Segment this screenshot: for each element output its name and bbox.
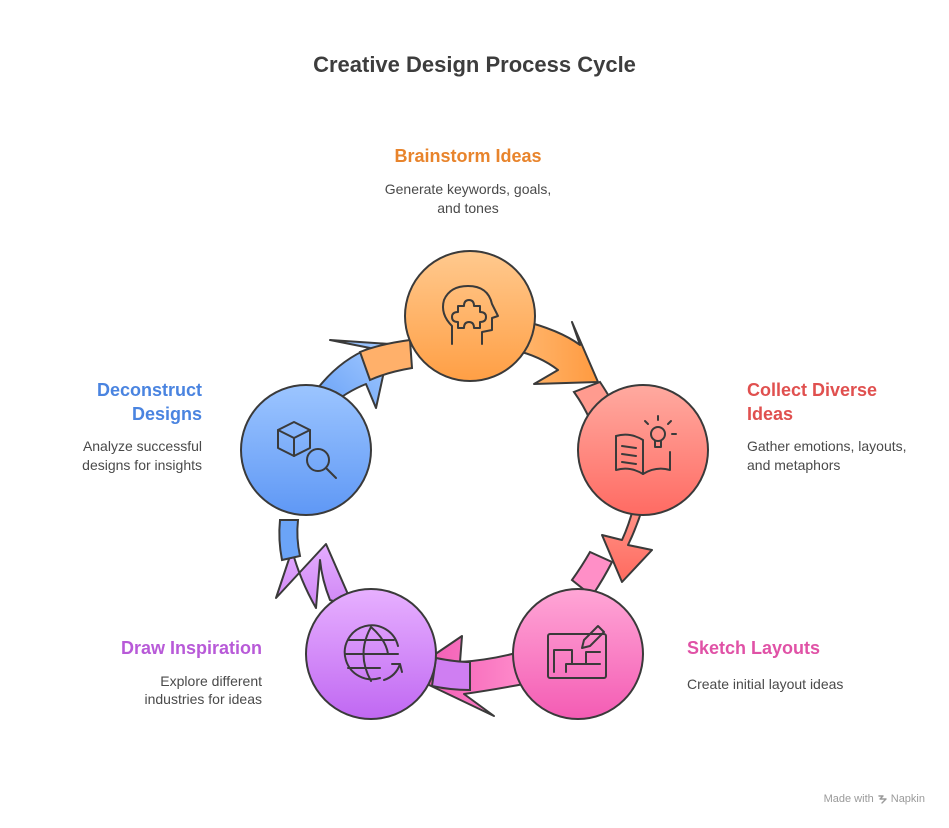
step-desc-deconstruct-line2: designs for insights — [82, 457, 202, 473]
watermark[interactable]: Made with Napkin — [824, 793, 925, 805]
globe-arrow-icon — [343, 624, 403, 682]
watermark-prefix: Made with — [823, 793, 874, 805]
step-desc-brainstorm-line1: Generate keywords, goals, — [384, 181, 552, 197]
book-lightbulb-icon — [615, 415, 677, 475]
step-desc-sketch: Create initial layout ideas — [687, 676, 844, 692]
step-desc-draw-line1: Explore different — [160, 673, 262, 689]
node-brainstorm-ideas — [404, 250, 536, 382]
napkin-logo-icon — [878, 795, 887, 804]
sketch-board-pencil-icon — [547, 625, 607, 679]
diagram-title: Creative Design Process Cycle — [313, 52, 636, 77]
step-title-brainstorm: Brainstorm Ideas — [394, 146, 542, 166]
node-sketch-layouts — [512, 588, 644, 720]
step-title-sketch: Sketch Layouts — [687, 638, 821, 658]
step-title-draw: Draw Inspiration — [120, 638, 262, 658]
ring-segment-bottom-right — [570, 550, 614, 598]
watermark-brand-name: Napkin — [890, 793, 925, 805]
step-desc-collect-line2: and metaphors — [747, 457, 841, 473]
arrow-draw-to-deconstruct — [275, 543, 355, 609]
watermark-brand: Napkin — [878, 793, 925, 805]
step-desc-draw-line2: industries for ideas — [144, 691, 262, 707]
step-title-collect-line2: Ideas — [747, 404, 794, 424]
step-title-collect-line1: Collect Diverse — [747, 380, 878, 400]
ring-segment-left — [278, 519, 302, 562]
ring-segment-bottom-left — [430, 656, 471, 692]
brain-puzzle-icon — [442, 285, 499, 345]
cube-magnifier-icon — [277, 421, 337, 479]
step-desc-deconstruct-line1: Analyze successful — [82, 438, 202, 454]
step-title-deconstruct-line2: Designs — [131, 404, 202, 424]
ring-segment-top-left — [358, 338, 414, 382]
step-desc-brainstorm-line2: and tones — [437, 200, 499, 216]
step-desc-collect-line1: Gather emotions, layouts, — [747, 438, 907, 454]
step-title-deconstruct-line1: Deconstruct — [96, 380, 202, 400]
